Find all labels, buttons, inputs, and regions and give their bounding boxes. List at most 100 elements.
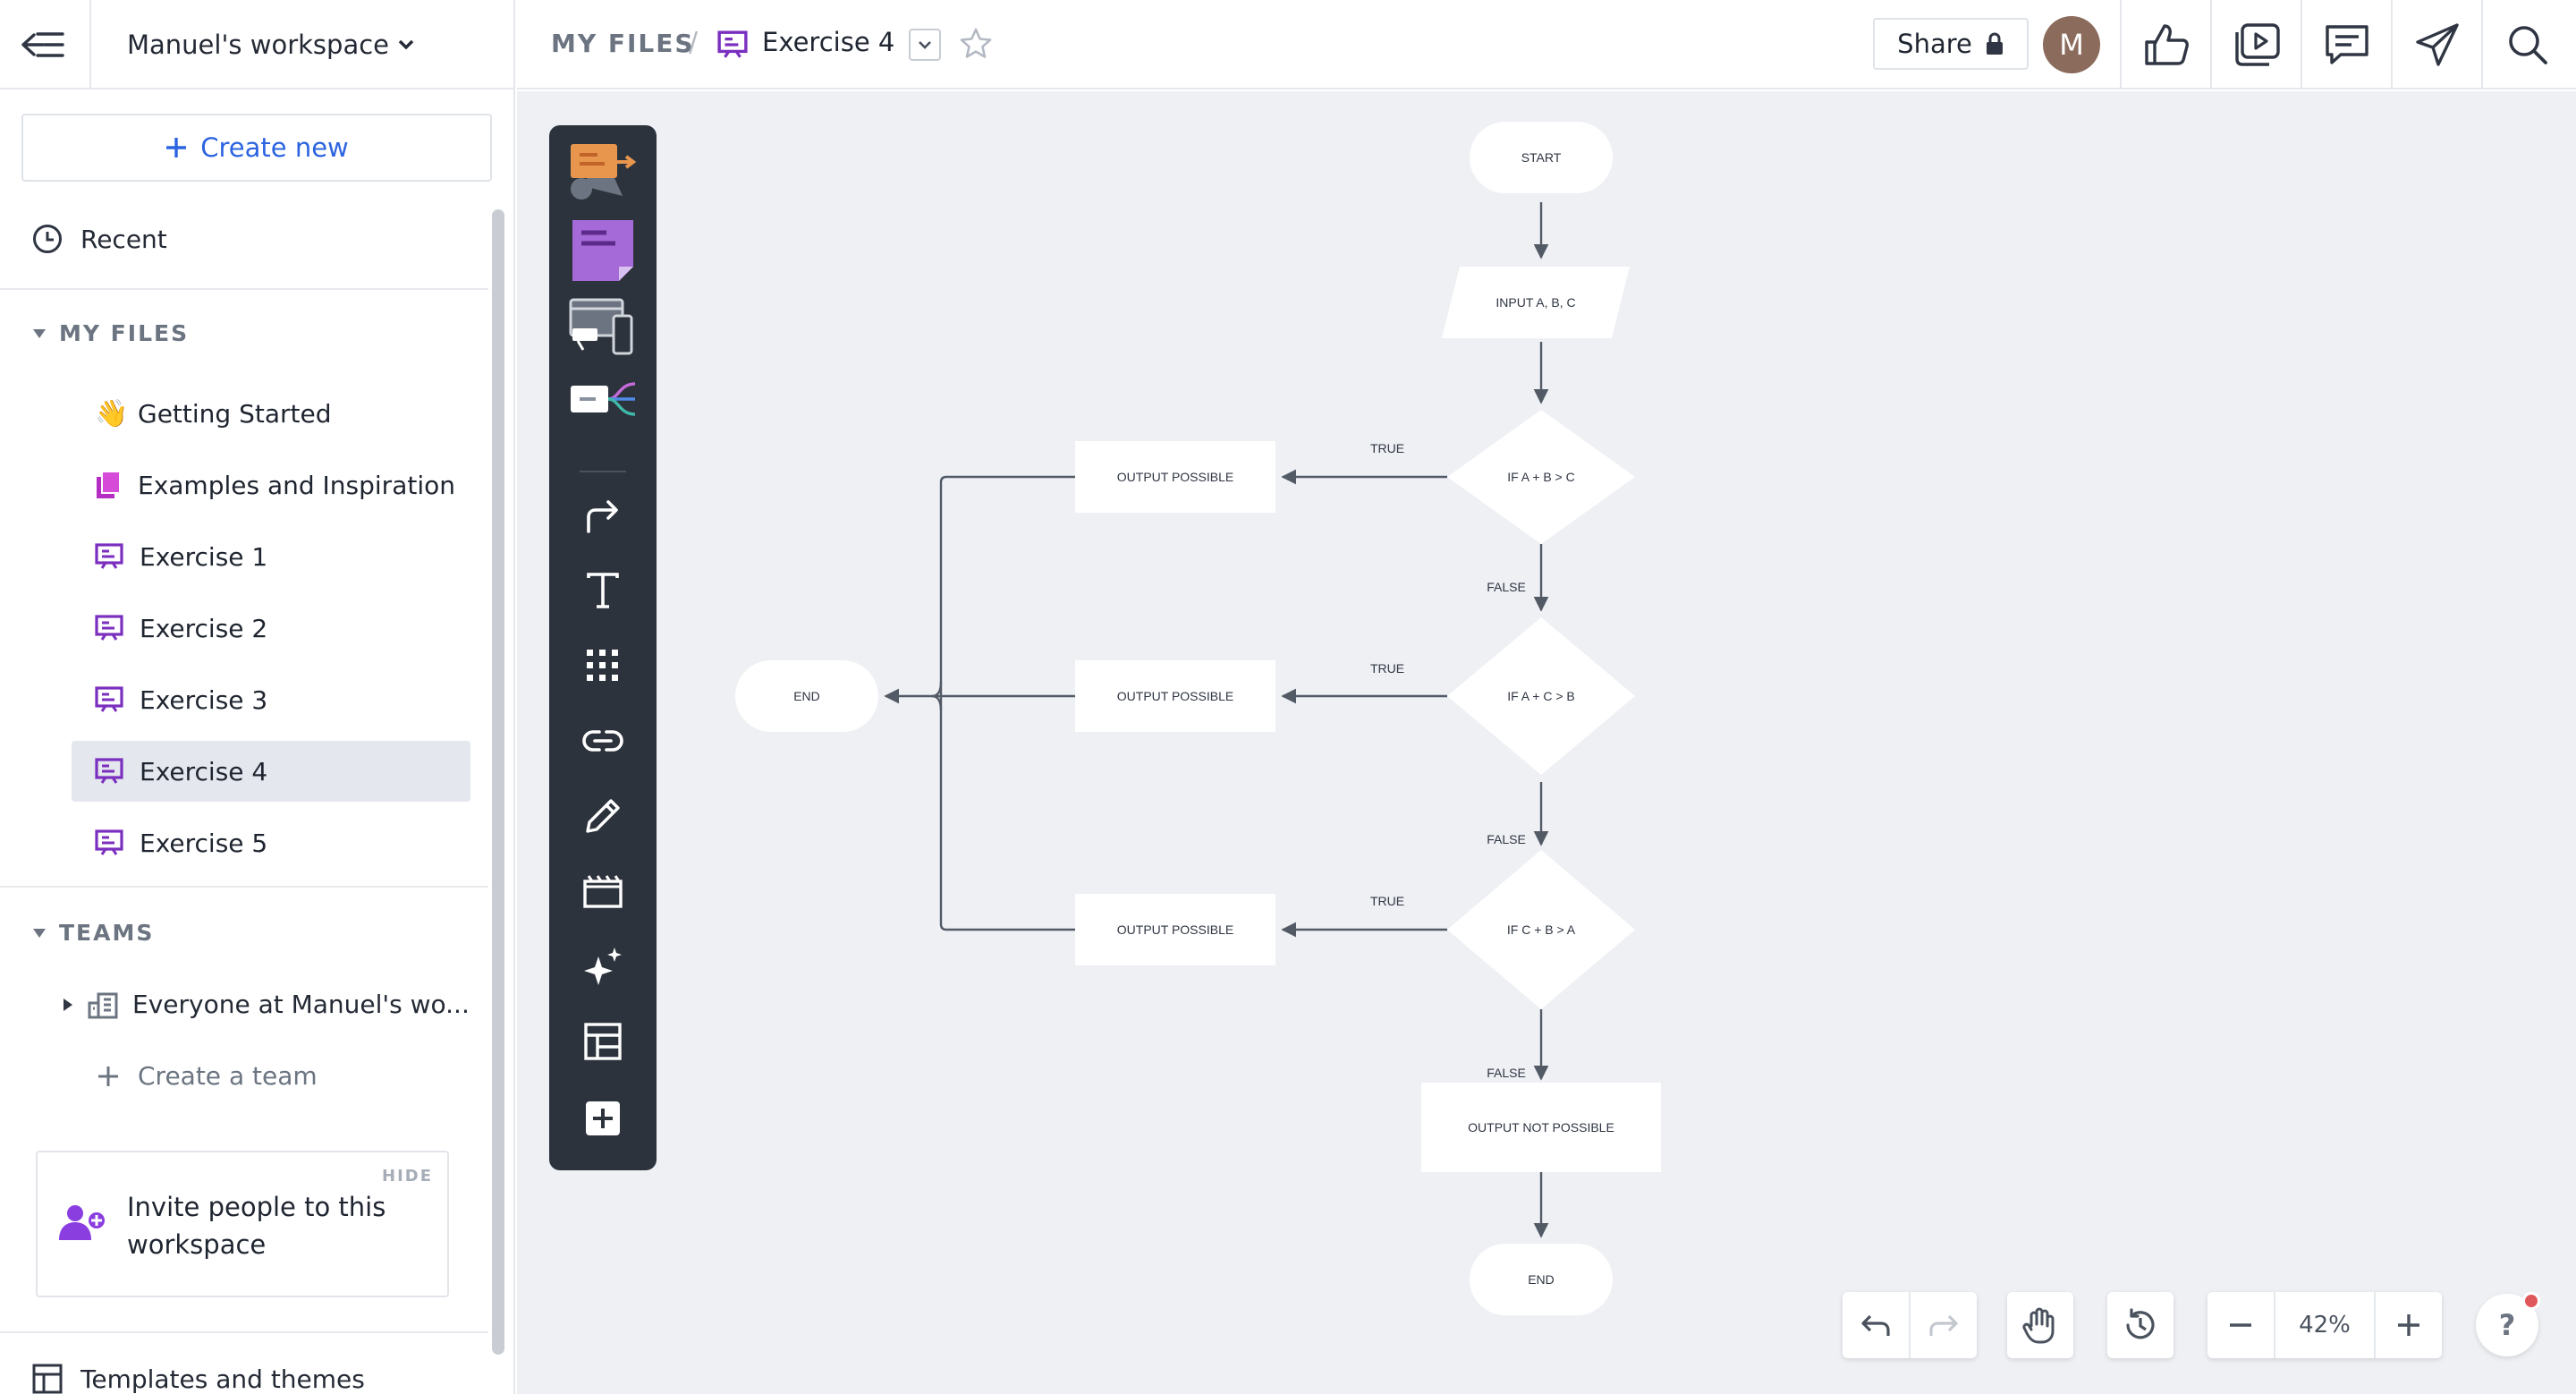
tool-frame[interactable] bbox=[549, 855, 657, 927]
start-label: START bbox=[1521, 150, 1562, 165]
tool-ai[interactable] bbox=[549, 931, 657, 1002]
collapse-arrow-icon bbox=[21, 32, 64, 57]
connector-arrow-icon bbox=[587, 500, 618, 533]
text-icon bbox=[587, 573, 619, 608]
mindmap-icon bbox=[571, 382, 636, 416]
star-icon[interactable] bbox=[959, 27, 993, 61]
tool-templates[interactable] bbox=[549, 1006, 657, 1077]
tool-shapes[interactable] bbox=[549, 136, 657, 208]
plus-icon bbox=[166, 138, 187, 157]
grid-dots-icon bbox=[587, 650, 618, 681]
file-item-examples[interactable]: Examples and Inspiration bbox=[72, 455, 470, 515]
end-bottom-label: END bbox=[1528, 1272, 1555, 1287]
tool-pen[interactable] bbox=[549, 780, 657, 852]
template-icon bbox=[584, 1023, 622, 1060]
collapse-sidebar-button[interactable] bbox=[20, 25, 66, 64]
minus-icon bbox=[2230, 1323, 2251, 1327]
file-item-getting-started[interactable]: 👋 Getting Started bbox=[72, 383, 470, 444]
recent-label: Recent bbox=[80, 224, 167, 254]
canvas[interactable]: START INPUT A, B, C IF A + B > C IF A + … bbox=[517, 91, 2576, 1394]
tool-wireframe[interactable] bbox=[549, 292, 657, 363]
pen-icon bbox=[586, 799, 620, 833]
recent-link[interactable]: Recent bbox=[32, 224, 167, 254]
device-wireframe-icon bbox=[569, 298, 633, 355]
zoom-level[interactable]: 42% bbox=[2299, 1312, 2351, 1339]
undo-button[interactable] bbox=[1843, 1292, 1909, 1358]
teams-section[interactable]: TEAMS bbox=[32, 920, 154, 946]
notification-dot bbox=[2522, 1292, 2540, 1310]
create-team-label: Create a team bbox=[138, 1061, 318, 1091]
decision-3-label: IF C + B > A bbox=[1507, 922, 1576, 937]
undo-redo-group bbox=[1843, 1292, 1977, 1358]
true-label-3: TRUE bbox=[1370, 894, 1404, 908]
zoom-out-button[interactable] bbox=[2207, 1292, 2274, 1358]
file-label: Exercise 1 bbox=[140, 541, 268, 572]
history-button[interactable] bbox=[2107, 1292, 2174, 1358]
templates-link[interactable]: Templates and themes bbox=[32, 1364, 365, 1394]
template-icon bbox=[32, 1364, 63, 1394]
chevron-down-icon bbox=[919, 41, 931, 49]
present-button[interactable] bbox=[2210, 0, 2301, 89]
file-item-exercise-3[interactable]: Exercise 3 bbox=[72, 669, 470, 730]
file-menu-dropdown[interactable] bbox=[909, 29, 941, 61]
avatar[interactable]: M bbox=[2043, 16, 2100, 73]
frame-icon bbox=[583, 875, 623, 908]
sidebar: Manuel's workspace Create new Recent MY … bbox=[0, 0, 515, 1394]
plus-icon bbox=[98, 1066, 118, 1086]
create-team-button[interactable]: Create a team bbox=[97, 1061, 318, 1091]
tool-link[interactable] bbox=[549, 705, 657, 777]
hand-tool-group bbox=[2007, 1292, 2073, 1358]
input-label: INPUT A, B, C bbox=[1496, 295, 1575, 310]
create-new-label: Create new bbox=[200, 132, 349, 163]
end-bottom-terminator bbox=[1470, 1244, 1613, 1315]
history-icon bbox=[2126, 1308, 2155, 1339]
search-button[interactable] bbox=[2481, 0, 2572, 89]
divider bbox=[2274, 1292, 2275, 1358]
file-item-exercise-5[interactable]: Exercise 5 bbox=[72, 812, 470, 873]
team-name: Everyone at Manuel's wo... bbox=[132, 990, 470, 1019]
not-possible-label: OUTPUT NOT POSSIBLE bbox=[1468, 1120, 1614, 1135]
breadcrumb-current-file[interactable]: Exercise 4 bbox=[762, 27, 895, 57]
search-icon bbox=[2508, 26, 2547, 64]
create-new-button[interactable]: Create new bbox=[21, 114, 492, 182]
breadcrumb-my-files[interactable]: MY FILES bbox=[551, 29, 695, 58]
tool-mindmap[interactable] bbox=[549, 363, 657, 435]
share-button[interactable]: Share bbox=[1873, 18, 2029, 70]
false-label-1: FALSE bbox=[1487, 580, 1526, 594]
invite-hide-button[interactable]: HIDE bbox=[382, 1167, 433, 1186]
waving-hand-icon: 👋 bbox=[95, 397, 129, 429]
invite-card: HIDE Invite people to this workspace bbox=[36, 1151, 449, 1297]
tool-sticky-note[interactable] bbox=[549, 215, 657, 286]
feedback-button[interactable] bbox=[2120, 0, 2210, 89]
true-label-1: TRUE bbox=[1370, 441, 1404, 455]
sidebar-scrollbar[interactable] bbox=[492, 209, 504, 1355]
file-label: Exercise 5 bbox=[140, 828, 268, 858]
file-label: Exercise 4 bbox=[140, 756, 268, 786]
sidebar-header: Manuel's workspace bbox=[0, 0, 513, 89]
comments-button[interactable] bbox=[2301, 0, 2391, 89]
tool-text[interactable] bbox=[549, 555, 657, 626]
output-box-3 bbox=[1075, 894, 1275, 965]
zoom-in-button[interactable] bbox=[2376, 1292, 2442, 1358]
file-item-exercise-2[interactable]: Exercise 2 bbox=[72, 598, 470, 659]
end-left-terminator bbox=[735, 660, 878, 732]
plus-square-icon bbox=[586, 1101, 620, 1135]
workspace-switcher[interactable]: Manuel's workspace bbox=[127, 27, 414, 63]
file-item-exercise-4[interactable]: Exercise 4 bbox=[72, 741, 470, 802]
file-item-exercise-1[interactable]: Exercise 1 bbox=[72, 526, 470, 587]
input-parallelogram bbox=[1442, 267, 1630, 338]
not-possible-box bbox=[1421, 1083, 1661, 1172]
tool-connector[interactable] bbox=[549, 480, 657, 551]
start-terminator bbox=[1470, 122, 1613, 193]
redo-button[interactable] bbox=[1911, 1292, 1977, 1358]
tool-add[interactable] bbox=[549, 1083, 657, 1154]
hand-tool-button[interactable] bbox=[2007, 1292, 2073, 1358]
my-files-section[interactable]: MY FILES bbox=[32, 320, 189, 346]
team-item[interactable]: Everyone at Manuel's wo... bbox=[63, 990, 470, 1019]
decision-1-label: IF A + B > C bbox=[1507, 470, 1574, 484]
clock-icon bbox=[33, 225, 62, 253]
add-user-icon bbox=[59, 1205, 106, 1240]
decision-2 bbox=[1447, 617, 1635, 775]
tool-more-shapes[interactable] bbox=[549, 630, 657, 701]
send-button[interactable] bbox=[2391, 0, 2481, 89]
